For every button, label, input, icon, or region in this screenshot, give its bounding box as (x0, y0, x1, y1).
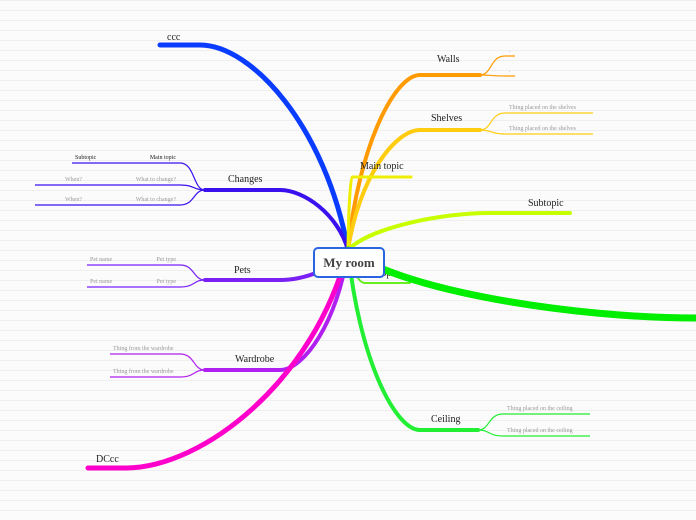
branch-label[interactable]: Subtopic (528, 198, 564, 209)
sub-branch-line (479, 112, 593, 131)
topic-label[interactable]: What to change? (136, 197, 177, 203)
branch-label[interactable]: DCcc (96, 454, 119, 465)
sub-branch-line (479, 74, 515, 77)
branch-main-topic-1[interactable]: Main topic (346, 161, 413, 252)
branch-line (346, 211, 572, 252)
sub-branch-line (35, 184, 206, 191)
sub-branch-line (477, 429, 590, 437)
branch-label[interactable]: Wardrobe (235, 354, 275, 365)
sub-branch-line (477, 413, 590, 431)
subtopic-label[interactable]: Thing placed on the shelves (509, 126, 577, 132)
sub-branch-line (479, 129, 593, 135)
sub-branch-line (87, 279, 206, 288)
branch-label[interactable]: Changes (228, 174, 263, 185)
branch-line (85, 247, 351, 471)
subtopic-label[interactable]: . (509, 68, 511, 74)
branch-dccc[interactable]: DCcc (85, 247, 351, 471)
subtopic-label[interactable]: . (509, 48, 511, 54)
branch-label[interactable]: Ceiling (431, 414, 460, 425)
branch-line (346, 175, 413, 252)
branch-label[interactable]: ccc (167, 32, 181, 43)
root-node[interactable]: My room (313, 247, 385, 278)
topic-label[interactable]: Main topic (150, 155, 176, 161)
topic-label[interactable]: What to change? (136, 177, 177, 183)
sub-branch-line (87, 264, 206, 281)
topic-label[interactable]: Pet type (157, 279, 177, 285)
branch-line (157, 42, 351, 253)
branch-line (203, 188, 350, 252)
branch-line (346, 128, 482, 252)
subtopic-label[interactable]: Thing from the wardrobe (113, 368, 174, 375)
topic-label[interactable]: Pet type (157, 257, 177, 263)
branch-ccc[interactable]: ccc (157, 32, 351, 253)
sub-branch-line (35, 189, 206, 206)
subtopic-label[interactable]: Subtopic (75, 155, 97, 161)
branch-subtopic[interactable]: Subtopic (346, 198, 572, 252)
sub-branch-line (110, 353, 206, 371)
subtopic-label[interactable]: When? (65, 197, 82, 203)
subtopic-label[interactable]: When? (65, 177, 82, 183)
branch-walls[interactable]: Walls.. (346, 48, 515, 252)
subtopic-label[interactable]: Pet name (90, 279, 112, 285)
subtopic-label[interactable]: Thing placed on the shelves (509, 105, 577, 111)
branch-line (346, 73, 482, 252)
branch-label[interactable]: Main topic (360, 161, 404, 172)
subtopic-label[interactable]: Thing placed on the ceiling (507, 428, 573, 434)
sub-branch-line (479, 55, 515, 76)
branch-line (346, 248, 480, 432)
sub-branch-line (72, 162, 206, 191)
branch-label[interactable]: Shelves (431, 113, 462, 124)
branch-label[interactable]: Walls (437, 54, 460, 65)
subtopic-label[interactable]: Thing placed on the ceiling (507, 406, 573, 412)
subtopic-label[interactable]: Pet name (90, 257, 112, 263)
sub-branch-line (110, 369, 206, 378)
subtopic-label[interactable]: Thing from the wardrobe (113, 345, 174, 352)
branch-label[interactable]: Pets (234, 265, 251, 276)
